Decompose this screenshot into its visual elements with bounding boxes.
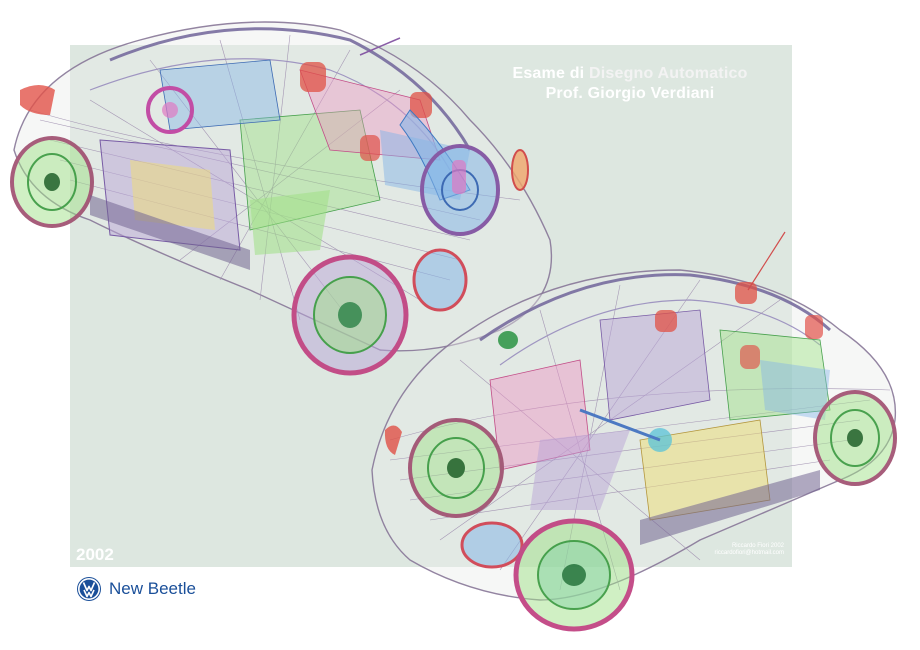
- author-credit: Riccardo Fiori 2002 riccardofiori@hotmai…: [662, 543, 784, 557]
- title-line: Esame di Disegno Automatico: [470, 64, 790, 84]
- credit-email: riccardofiori@hotmail.com: [714, 550, 784, 556]
- poster-title: Esame di Disegno Automatico Prof. Giorgi…: [470, 64, 790, 104]
- year-label: 2002: [76, 545, 114, 564]
- credit-name: Riccardo Fiori 2002: [731, 543, 784, 549]
- title-highlight: Disegno Automatico: [588, 65, 748, 82]
- poster-subtitle: Prof. Giorgio Verdiani: [545, 85, 715, 102]
- brand-name: New Beetle: [109, 579, 196, 598]
- title-prefix: Esame di: [512, 65, 585, 82]
- vw-logo-icon: [77, 577, 101, 601]
- brand-block: New Beetle: [76, 575, 196, 603]
